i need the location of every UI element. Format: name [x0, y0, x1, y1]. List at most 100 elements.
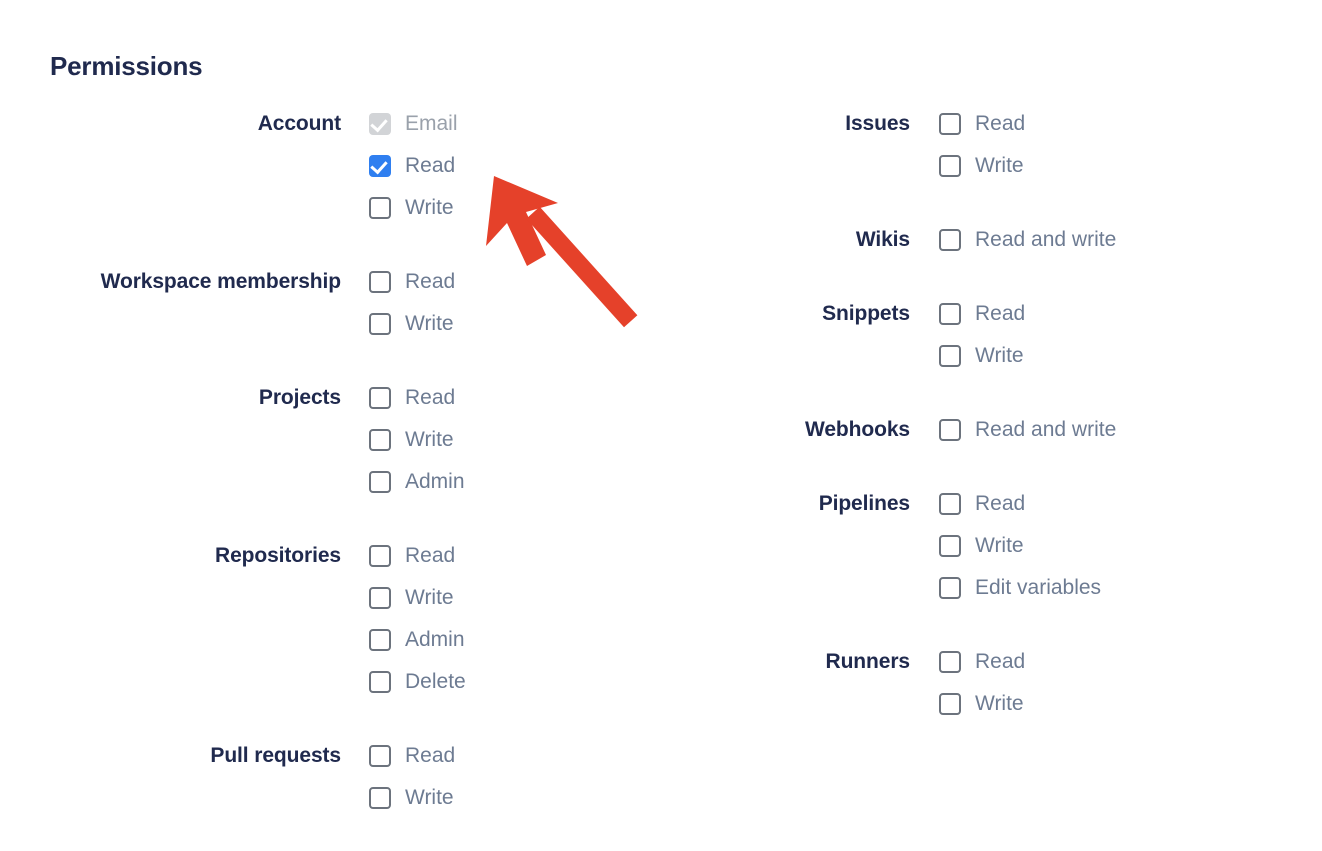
permission-option-label: Read: [975, 302, 1026, 325]
permission-group-label: Workspace membership: [100, 270, 341, 293]
permission-options: Read and write: [910, 219, 1116, 261]
permission-option-row[interactable]: Read: [369, 535, 466, 577]
permission-group-label: Projects: [258, 386, 341, 409]
permission-group-label: Snippets: [822, 302, 910, 325]
permission-option-label: Read: [405, 744, 456, 767]
permission-option-row[interactable]: Write: [369, 419, 465, 461]
checkbox-unchecked[interactable]: [939, 419, 961, 441]
checkbox-unchecked[interactable]: [939, 577, 961, 599]
permission-option-label: Write: [975, 344, 1024, 367]
checkbox-unchecked[interactable]: [369, 587, 391, 609]
permission-option-label: Read: [405, 270, 456, 293]
checkbox-unchecked[interactable]: [939, 113, 961, 135]
permission-option-label: Write: [975, 692, 1024, 715]
permission-option-label: Write: [405, 586, 454, 609]
permission-group: Webhooks Read and write: [569, 409, 1116, 451]
checkbox-unchecked[interactable]: [369, 387, 391, 409]
permission-option-row[interactable]: Read: [939, 483, 1101, 525]
permission-option-label: Admin: [405, 470, 465, 493]
permission-option-label: Write: [405, 312, 454, 335]
checkbox-unchecked[interactable]: [939, 651, 961, 673]
permission-group-label: Pull requests: [210, 744, 341, 767]
page-title: Permissions: [50, 51, 203, 81]
permission-option-label: Write: [975, 534, 1024, 557]
checkbox-unchecked[interactable]: [939, 345, 961, 367]
checkbox-unchecked[interactable]: [939, 535, 961, 557]
permission-option-label: Read: [975, 650, 1026, 673]
permission-option-row[interactable]: Write: [369, 303, 455, 345]
checkbox-unchecked[interactable]: [369, 545, 391, 567]
checkbox-unchecked[interactable]: [369, 787, 391, 809]
checkbox-unchecked[interactable]: [939, 493, 961, 515]
checkbox-unchecked[interactable]: [369, 745, 391, 767]
checkbox-unchecked[interactable]: [369, 671, 391, 693]
check-icon: [370, 156, 388, 175]
permission-option-label: Write: [405, 196, 454, 219]
checkbox-unchecked[interactable]: [939, 303, 961, 325]
permission-option-label: Edit variables: [975, 576, 1102, 599]
permission-group-label: Account: [257, 112, 341, 135]
checkbox-unchecked[interactable]: [939, 693, 961, 715]
permission-option-row[interactable]: Write: [369, 187, 458, 229]
checkbox-unchecked[interactable]: [369, 429, 391, 451]
checkbox-unchecked[interactable]: [939, 155, 961, 177]
permission-group-label: Webhooks: [805, 418, 910, 441]
permission-option-row[interactable]: Edit variables: [939, 567, 1101, 609]
permission-option-label: Read: [975, 492, 1026, 515]
checkbox-unchecked[interactable]: [369, 629, 391, 651]
permission-option-row[interactable]: Read: [369, 261, 455, 303]
permission-option-row[interactable]: Read: [939, 641, 1025, 683]
check-icon: [370, 114, 388, 133]
permission-options: Read and write: [910, 409, 1116, 451]
permission-option-row[interactable]: Read: [369, 377, 465, 419]
permission-option-label: Read: [405, 386, 456, 409]
permission-option-row[interactable]: Read: [939, 293, 1025, 335]
checkbox-unchecked[interactable]: [369, 471, 391, 493]
permission-option-row[interactable]: Email: [369, 103, 458, 145]
permission-option-row[interactable]: Write: [369, 577, 466, 619]
permission-option-row[interactable]: Delete: [369, 661, 466, 703]
permission-option-row[interactable]: Read: [939, 103, 1025, 145]
permission-option-row[interactable]: Write: [939, 335, 1025, 377]
permission-option-label: Write: [975, 154, 1024, 177]
permission-option-row[interactable]: Admin: [369, 461, 465, 503]
permission-option-row[interactable]: Write: [939, 525, 1101, 567]
permission-option-label: Read and write: [975, 418, 1117, 441]
permission-option-row[interactable]: Read: [369, 145, 458, 187]
permission-group-label: Issues: [845, 112, 910, 135]
checkbox-unchecked[interactable]: [369, 197, 391, 219]
permission-option-row[interactable]: Read and write: [939, 409, 1116, 451]
permission-option-label: Read: [975, 112, 1026, 135]
checkbox-unchecked[interactable]: [369, 271, 391, 293]
checkbox-checked[interactable]: [369, 155, 391, 177]
permission-option-row[interactable]: Write: [939, 145, 1025, 187]
permission-option-label: Read and write: [975, 228, 1117, 251]
permission-option-label: Read: [405, 154, 456, 177]
checkbox-unchecked[interactable]: [939, 229, 961, 251]
permission-option-row[interactable]: Read and write: [939, 219, 1116, 261]
permission-option-row[interactable]: Admin: [369, 619, 466, 661]
checkbox-unchecked[interactable]: [369, 313, 391, 335]
permission-option-row[interactable]: Read: [369, 735, 455, 777]
permission-option-row[interactable]: Write: [939, 683, 1025, 725]
permission-group-label: Repositories: [215, 544, 341, 567]
permission-option-row[interactable]: Write: [369, 777, 455, 819]
